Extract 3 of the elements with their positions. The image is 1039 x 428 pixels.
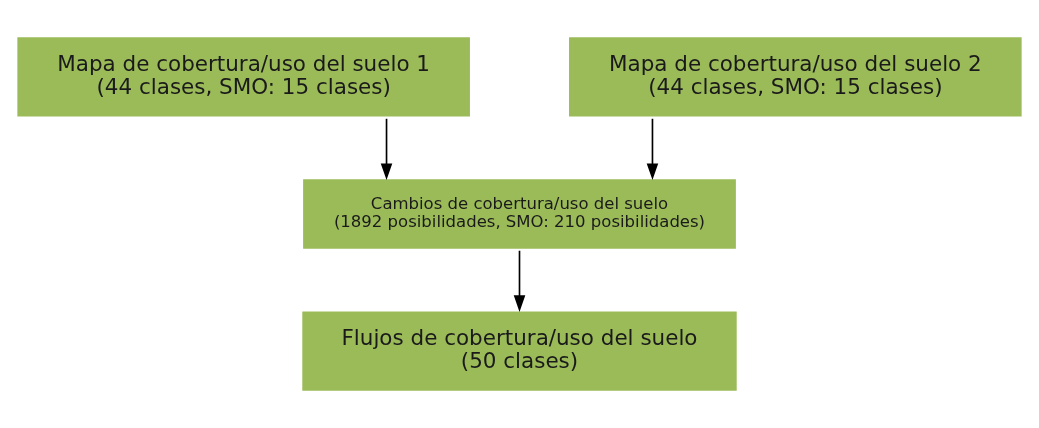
- arrow: [513, 249, 526, 312]
- arrow: [646, 117, 659, 180]
- arrow: [380, 117, 393, 180]
